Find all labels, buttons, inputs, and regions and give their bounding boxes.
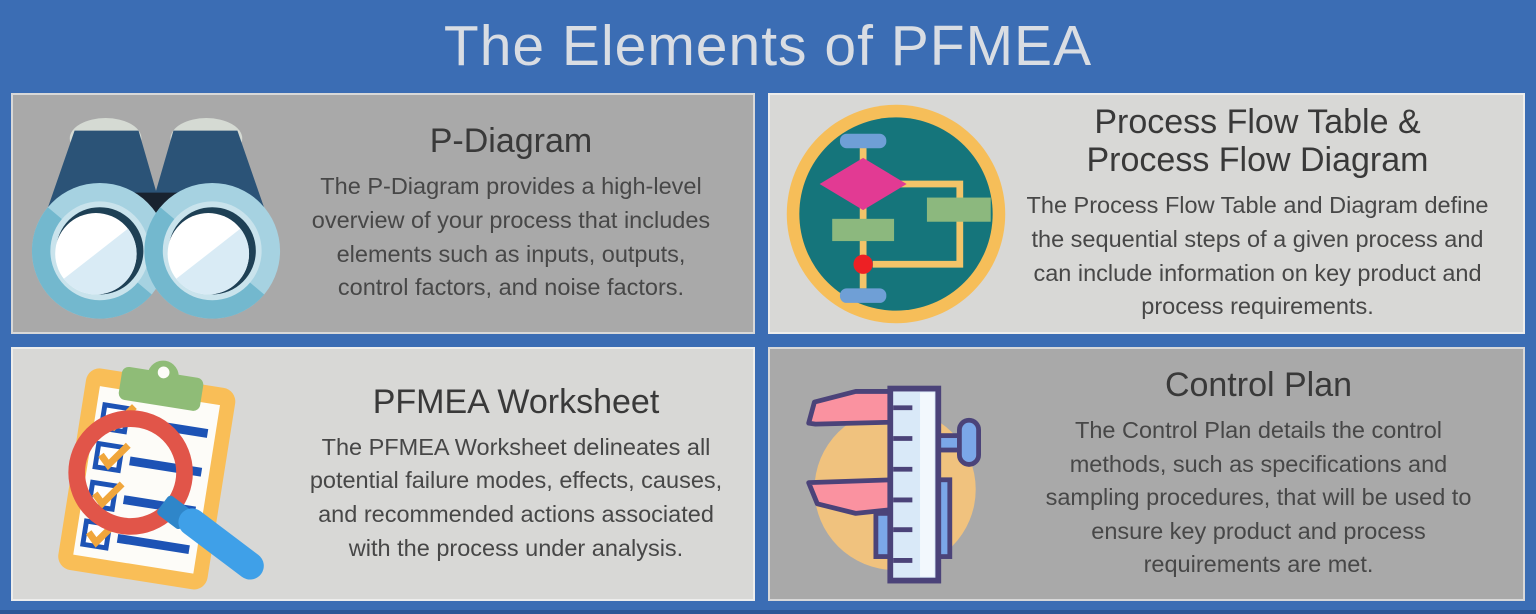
card-title: Process Flow Table & Process Flow Diagra… bbox=[1086, 103, 1429, 180]
card-text-box: P-Diagram The P-Diagram provides a high-… bbox=[299, 114, 753, 312]
card-icon-box bbox=[13, 349, 309, 599]
card-description: The Control Plan details the control met… bbox=[1045, 417, 1472, 578]
quadrant-grid: P-Diagram The P-Diagram provides a high-… bbox=[11, 93, 1525, 601]
card-icon-box bbox=[770, 98, 1022, 330]
flowchart-icon bbox=[786, 104, 1006, 323]
card-process-flow: Process Flow Table & Process Flow Diagra… bbox=[768, 93, 1525, 334]
card-description: The P-Diagram provides a high-level over… bbox=[311, 173, 711, 301]
card-title: P-Diagram bbox=[429, 122, 593, 161]
card-text-box: PFMEA Worksheet The PFMEA Worksheet deli… bbox=[309, 375, 753, 573]
card-icon-box bbox=[770, 352, 1024, 597]
page-title: The Elements of PFMEA bbox=[443, 14, 1093, 78]
card-p-diagram: P-Diagram The P-Diagram provides a high-… bbox=[11, 93, 755, 334]
binoculars-icon bbox=[31, 117, 281, 319]
card-icon-box bbox=[13, 107, 299, 321]
card-control-plan: Control Plan The Control Plan details th… bbox=[768, 347, 1525, 601]
caliper-icon bbox=[806, 385, 981, 583]
clipboard-magnifier-icon bbox=[58, 360, 264, 590]
card-title: PFMEA Worksheet bbox=[372, 382, 660, 421]
card-title: Control Plan bbox=[1164, 365, 1353, 404]
title-banner: The Elements of PFMEA bbox=[0, 0, 1536, 93]
card-description: The Process Flow Table and Diagram defin… bbox=[1026, 192, 1489, 320]
card-pfmea-worksheet: PFMEA Worksheet The PFMEA Worksheet deli… bbox=[11, 347, 755, 601]
card-text-box: Control Plan The Control Plan details th… bbox=[1024, 358, 1523, 590]
card-description: The PFMEA Worksheet delineates all poten… bbox=[309, 433, 723, 561]
card-text-box: Process Flow Table & Process Flow Diagra… bbox=[1022, 95, 1523, 332]
